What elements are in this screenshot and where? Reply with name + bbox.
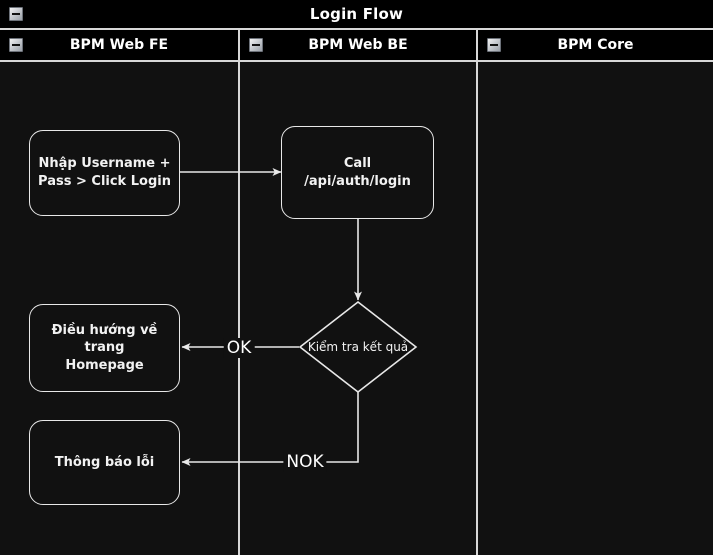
lane-collapse-icon-bpm-web-be[interactable]	[249, 38, 263, 52]
lane-header-bpm-web-be[interactable]: BPM Web BE	[240, 30, 476, 60]
node-show-error[interactable]: Thông báo lỗi	[29, 420, 180, 505]
lane-divider-2	[476, 30, 478, 555]
node-navigate-homepage[interactable]: Điều hướng về trang Homepage	[29, 304, 180, 392]
node-label-check-result: Kiểm tra kết quả	[307, 340, 409, 354]
lane-label-bpm-web-fe: BPM Web FE	[69, 37, 169, 53]
node-label-call-login-api: Call /api/auth/login	[304, 155, 411, 189]
lane-label-bpm-core: BPM Core	[557, 37, 634, 53]
diagram-collapse-icon[interactable]	[9, 7, 23, 21]
node-label-navigate-homepage: Điều hướng về trang Homepage	[51, 322, 158, 373]
lane-header-bpm-web-fe[interactable]: BPM Web FE	[0, 30, 238, 60]
node-call-login-api[interactable]: Call /api/auth/login	[281, 126, 434, 219]
edge-label-ok: OK	[223, 338, 255, 358]
lane-collapse-icon-bpm-web-fe[interactable]	[9, 38, 23, 52]
decision-diamond-shape	[298, 300, 418, 394]
lane-header-band: BPM Web FE BPM Web BE BPM Core	[0, 30, 713, 62]
lane-divider-1	[238, 30, 240, 555]
lane-label-bpm-web-be: BPM Web BE	[308, 37, 408, 53]
node-label-show-error: Thông báo lỗi	[54, 454, 155, 470]
diagram-title: Login Flow	[309, 5, 404, 23]
diagram-title-bar: Login Flow	[0, 0, 713, 30]
edge-label-nok: NOK	[283, 452, 327, 472]
lane-header-bpm-core[interactable]: BPM Core	[478, 30, 713, 60]
node-enter-credentials[interactable]: Nhập Username + Pass > Click Login	[29, 130, 180, 216]
node-label-enter-credentials: Nhập Username + Pass > Click Login	[38, 156, 171, 189]
lane-collapse-icon-bpm-core[interactable]	[487, 38, 501, 52]
node-check-result[interactable]: Kiểm tra kết quả	[298, 300, 418, 394]
lane-body-bpm-core	[478, 62, 713, 555]
